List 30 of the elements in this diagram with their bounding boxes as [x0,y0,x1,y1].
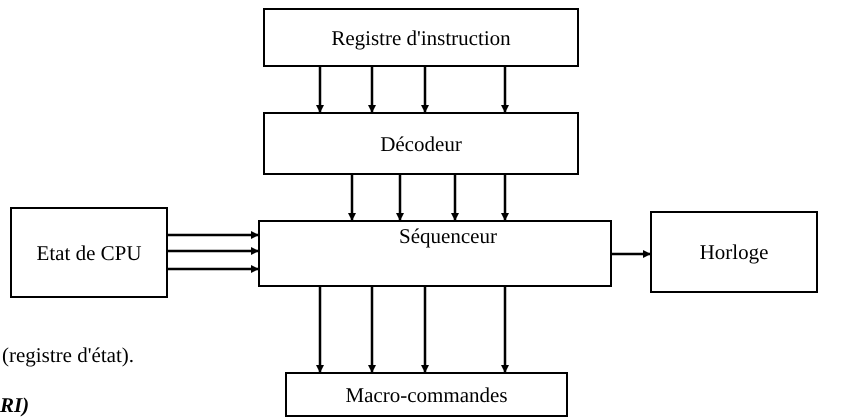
box-label: Etat de CPU [36,240,142,266]
arrow [421,67,429,113]
arrow [501,175,509,221]
arrow [612,250,651,258]
arrow [501,287,509,373]
box-label: Séquenceur [398,223,498,250]
arrow [421,287,429,373]
box-label: Décodeur [379,130,463,158]
note-text: (registre d'état). [2,342,134,369]
process-box [258,220,612,287]
box-label: Registre d'instruction [330,24,512,52]
note-text: RI) [0,392,30,418]
arrow [368,67,376,113]
arrow [168,247,259,255]
process-box [10,207,168,298]
arrow [168,265,259,273]
process-box [263,8,579,67]
arrow [396,175,404,221]
arrow [501,67,509,113]
box-label: Horloge [698,239,770,266]
arrow [316,67,324,113]
process-box [650,211,818,293]
process-box [263,112,579,175]
arrow [348,175,356,221]
box-label: Macro-commandes [344,382,509,408]
arrow [168,231,259,239]
arrow [368,287,376,373]
arrow [451,175,459,221]
process-box [285,372,568,417]
arrow [316,287,324,373]
